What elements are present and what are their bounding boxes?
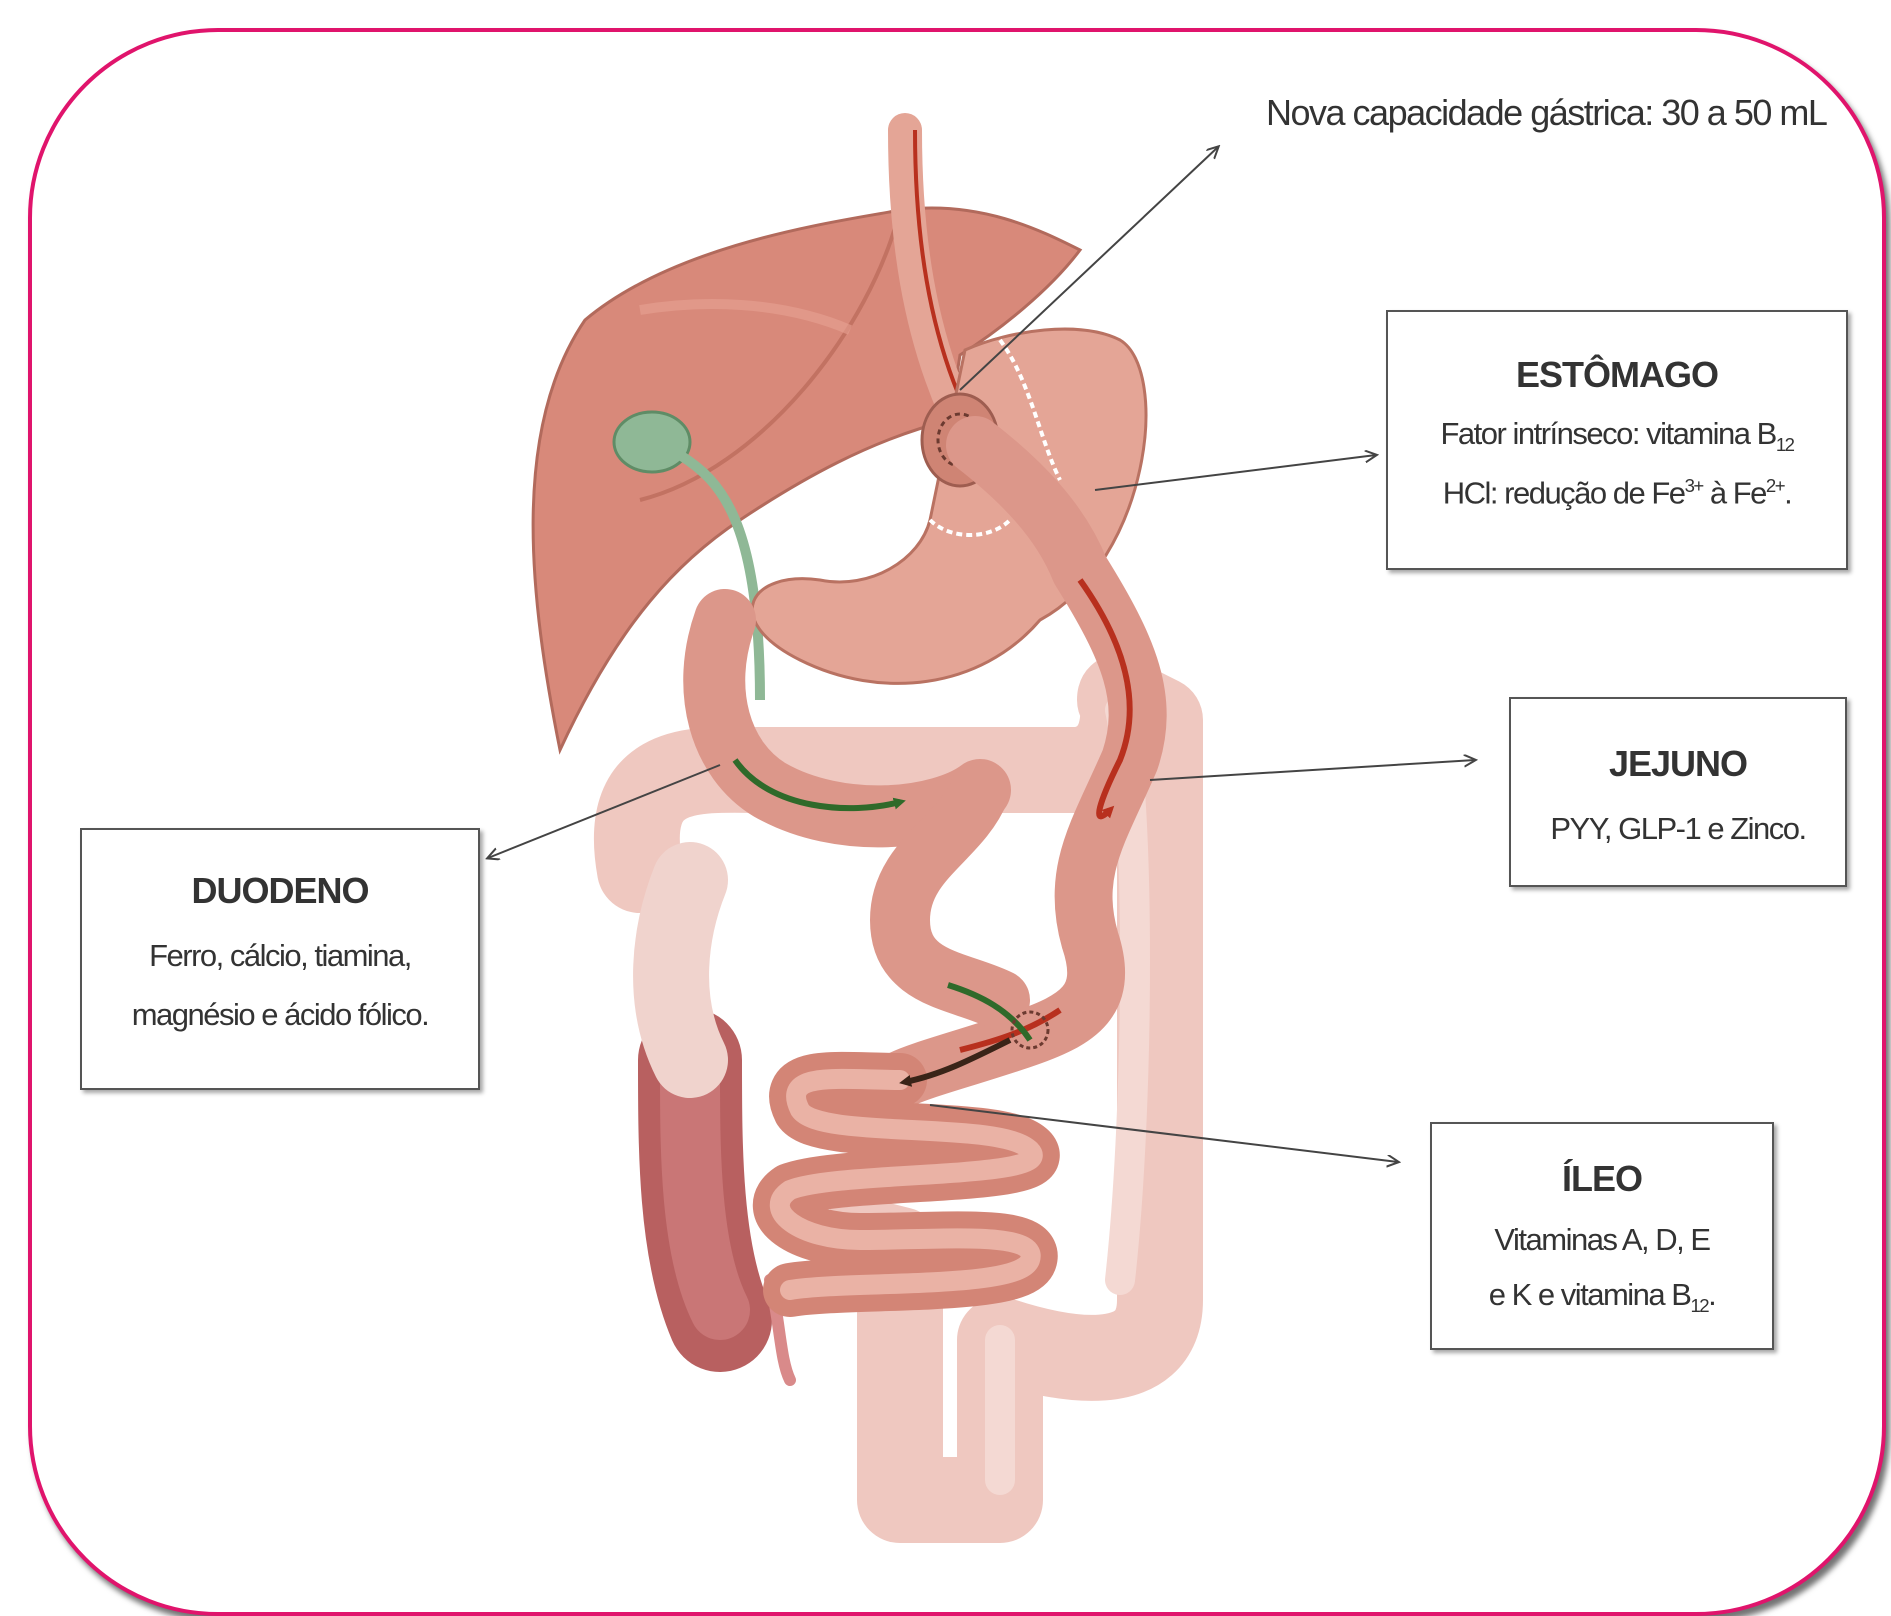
jejuno-box: JEJUNO PYY, GLP-1 e Zinco. [1509,697,1847,887]
duodeno-line-2: magnésio e ácido fólico. [82,999,478,1030]
ileo-line-2: e K e vitamina B12. [1432,1279,1772,1316]
jejuno-title: JEJUNO [1511,743,1845,785]
duodeno-title: DUODENO [82,870,478,912]
estomago-title: ESTÔMAGO [1388,354,1846,396]
jejunum-loops [900,790,1048,1048]
ileo-line-1: Vitaminas A, D, E [1432,1224,1772,1255]
duodeno-box: DUODENO Ferro, cálcio, tiamina, magnésio… [80,828,480,1090]
jejuno-line-1: PYY, GLP-1 e Zinco. [1511,813,1845,844]
ileo-title: ÍLEO [1432,1158,1772,1200]
estomago-line-2: HCl: redução de Fe3+ à Fe2+. [1388,477,1846,508]
estomago-box: ESTÔMAGO Fator intrínseco: vitamina B12 … [1386,310,1848,570]
gastric-capacity-label: Nova capacidade gástrica: 30 a 50 mL [1266,92,1826,134]
ileo-box: ÍLEO Vitaminas A, D, E e K e vitamina B1… [1430,1122,1774,1350]
estomago-line-1: Fator intrínseco: vitamina B12 [1388,418,1846,455]
duodeno-line-1: Ferro, cálcio, tiamina, [82,940,478,971]
